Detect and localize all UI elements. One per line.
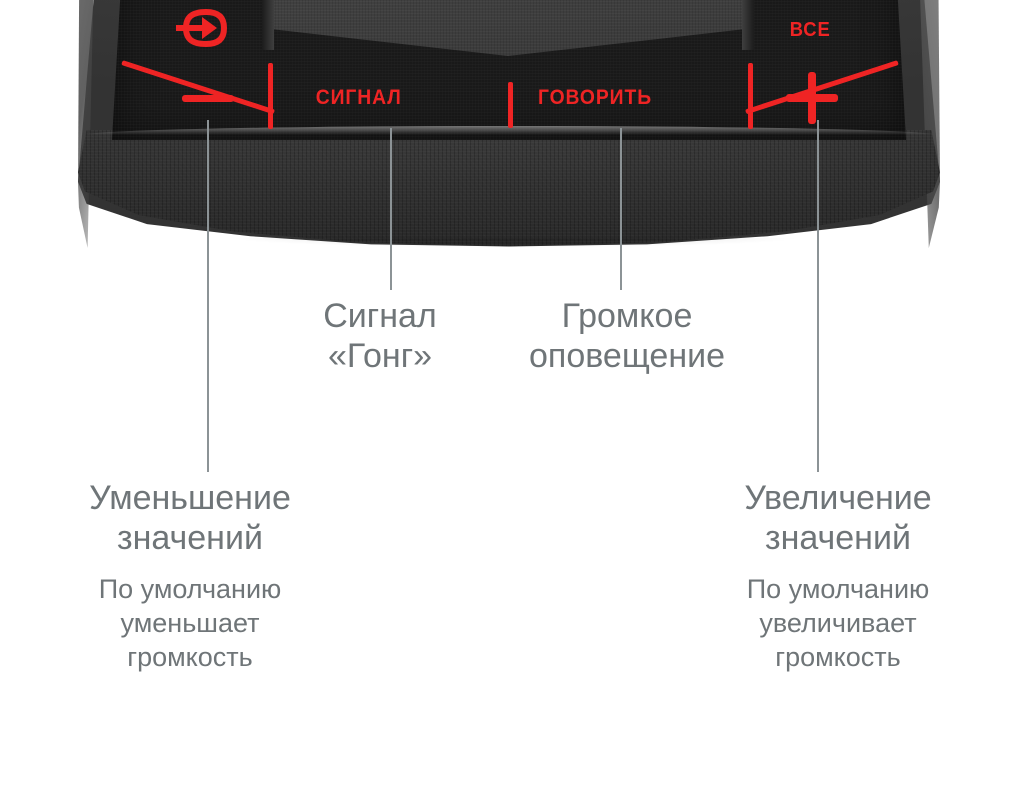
annotation-talk-line1: Громкое [561,297,693,335]
exit-arrow-icon[interactable] [172,6,230,50]
silkscreen-label-talk[interactable]: ГОВОРИТЬ [537,86,653,109]
annotation-plus-line2: значений [765,519,911,558]
annotation-minus-button: Уменьшение значений По умолчанию уменьша… [12,478,368,674]
divider-center [508,82,513,128]
annotation-talk-line2: оповещение [529,337,725,376]
annotation-plus-sub-line3: громкость [775,641,901,672]
annotation-minus-sub-line1: По умолчанию [98,574,282,605]
face-base-seam [86,126,934,135]
annotation-talk-button: Громкое оповещение [466,296,788,376]
device-drop-shadow [120,238,910,260]
silkscreen-label-all[interactable]: ВСЕ [789,19,831,41]
device-photo: СИГНАЛ ГОВОРИТЬ ВСЕ [0,0,1024,260]
annotation-minus-sub-line3: громкость [127,641,253,672]
leader-line-signal [390,128,392,290]
base-texture [78,130,940,247]
annotation-minus-sub-line2: уменьшает [120,608,260,639]
annotation-plus-button: Увеличение значений По умолчанию увеличи… [652,478,1024,674]
annotation-plus-sub-line1: По умолчанию [746,574,930,605]
silkscreen-label-signal[interactable]: СИГНАЛ [315,86,402,109]
minus-icon[interactable] [182,95,234,102]
handset-left-edge [262,0,274,50]
annotation-plus-line1: Увеличение [744,479,932,517]
annotation-signal-button: Сигнал «Гонг» [250,296,510,376]
annotation-minus-line1: Уменьшение [89,479,291,517]
divider-right-vertical [748,63,753,129]
annotation-plus-sub-line2: увеличивает [759,608,917,639]
annotation-minus-line2: значений [117,519,263,558]
divider-left-vertical [268,63,273,129]
annotation-signal-line2: «Гонг» [327,337,433,376]
plus-icon-vertical-stroke [808,72,816,124]
handset-right-edge [742,0,754,50]
annotation-signal-line1: Сигнал [323,297,437,335]
device-base-bezel [78,130,940,247]
leader-line-plus [817,120,819,472]
leader-line-minus [207,120,209,472]
leader-line-talk [620,128,622,290]
